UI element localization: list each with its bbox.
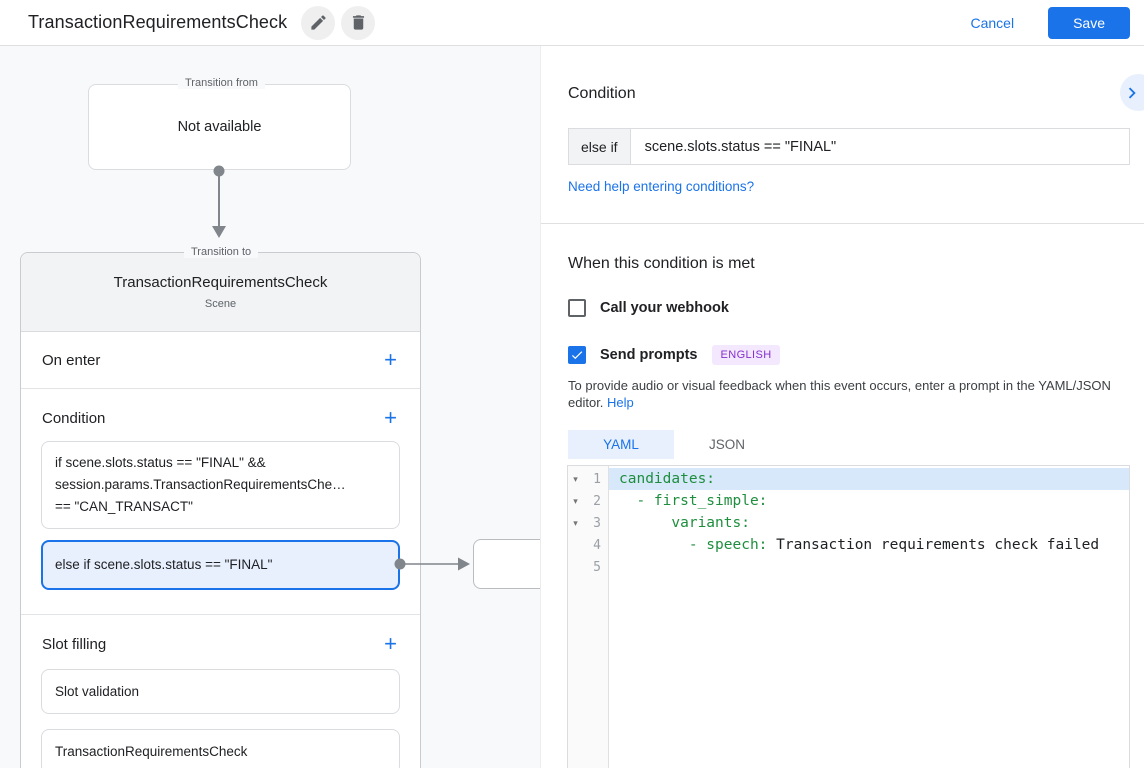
scene-flow-canvas: Transition from Not available Transition… xyxy=(0,46,540,768)
condition-detail-panel: Condition else if Need help entering con… xyxy=(540,46,1144,768)
send-prompts-checkbox[interactable] xyxy=(568,346,586,364)
panel-title: Condition xyxy=(568,85,636,102)
code-segment: variants: xyxy=(619,515,750,531)
gutter-line: ▾3 xyxy=(568,512,608,534)
condition-section: Condition + if scene.slots.status == "FI… xyxy=(21,389,420,615)
collapse-panel-button[interactable] xyxy=(1120,74,1144,111)
code-line: - first_simple: xyxy=(609,490,1129,512)
chevron-right-icon xyxy=(1121,82,1143,104)
prompts-help-link[interactable]: Help xyxy=(607,395,634,410)
trash-icon xyxy=(349,13,368,32)
code-segment: candidates: xyxy=(619,471,716,487)
fold-arrow-icon[interactable]: ▾ xyxy=(573,473,578,484)
prompts-description-text: To provide audio or visual feedback when… xyxy=(568,378,1111,410)
line-number: 4 xyxy=(593,537,601,553)
webhook-row: Call your webhook xyxy=(568,299,1130,317)
code-segment: Transaction requirements check failed xyxy=(767,537,1100,553)
line-number: 3 xyxy=(593,515,601,531)
condition-item[interactable]: if scene.slots.status == "FINAL" && sess… xyxy=(41,441,400,529)
tab-yaml[interactable]: YAML xyxy=(568,430,674,459)
fold-arrow-icon[interactable]: ▾ xyxy=(573,517,578,528)
slot-filling-item[interactable]: Slot validation xyxy=(41,669,400,714)
scene-card-header[interactable]: TransactionRequirementsCheck Scene xyxy=(21,253,420,332)
line-number: 2 xyxy=(593,493,601,509)
send-prompts-row: Send prompts ENGLISH xyxy=(568,345,1130,365)
cancel-button[interactable]: Cancel xyxy=(958,7,1026,39)
condition-item[interactable]: else if scene.slots.status == "FINAL" xyxy=(41,540,400,590)
gutter-line: ▾2 xyxy=(568,490,608,512)
condition-list: if scene.slots.status == "FINAL" && sess… xyxy=(41,441,400,590)
slot-filling-section-label: Slot filling xyxy=(42,635,107,653)
code-line: variants: xyxy=(609,512,1129,534)
line-number: 5 xyxy=(593,559,601,575)
on-enter-row[interactable]: On enter + xyxy=(21,332,420,389)
delete-scene-button[interactable] xyxy=(341,5,376,40)
gutter-line: ▾1 xyxy=(568,468,608,490)
gutter-line: 5 xyxy=(568,556,608,578)
add-condition-button[interactable]: + xyxy=(384,405,397,430)
code-segment: - first_simple: xyxy=(619,493,768,509)
fold-arrow-icon[interactable]: ▾ xyxy=(573,495,578,506)
transition-from-box: Not available xyxy=(88,84,351,170)
add-slot-button[interactable]: + xyxy=(384,631,397,656)
condition-prefix-label: else if xyxy=(568,128,630,165)
code-line: - speech: Transaction requirements check… xyxy=(609,534,1129,556)
webhook-label: Call your webhook xyxy=(600,300,729,316)
line-number: 1 xyxy=(593,471,601,487)
add-on-enter-button[interactable]: + xyxy=(384,347,397,372)
tab-json[interactable]: JSON xyxy=(708,437,745,452)
edit-title-button[interactable] xyxy=(301,5,336,40)
when-met-heading: When this condition is met xyxy=(568,255,755,272)
condition-help-link[interactable]: Need help entering conditions? xyxy=(568,179,755,194)
gutter-line: 4 xyxy=(568,534,608,556)
page-title: TransactionRequirementsCheck xyxy=(28,12,288,32)
webhook-checkbox[interactable] xyxy=(568,299,586,317)
scene-card: TransactionRequirementsCheck Scene On en… xyxy=(20,252,421,768)
code-line xyxy=(609,556,1129,578)
condition-input-row: else if xyxy=(568,128,1130,165)
pencil-icon xyxy=(309,13,328,32)
on-enter-label: On enter xyxy=(42,351,101,369)
code-segment: - speech: xyxy=(619,537,768,553)
scene-type: Scene xyxy=(204,298,237,310)
transition-from-label: Transition from xyxy=(178,77,265,89)
scene-name: TransactionRequirementsCheck xyxy=(113,274,328,291)
section-divider xyxy=(541,223,1144,224)
editor-tabs: YAML JSON xyxy=(568,430,1130,459)
code-line: candidates: xyxy=(609,468,1129,490)
condition-expression-input[interactable] xyxy=(629,128,1130,165)
check-icon xyxy=(570,348,584,362)
slot-filling-item[interactable]: TransactionRequirementsCheck xyxy=(41,729,400,768)
transition-target-box[interactable] xyxy=(473,539,540,589)
transition-to-label: Transition to xyxy=(184,246,259,258)
editor-code-area[interactable]: candidates: - first_simple: variants: - … xyxy=(609,466,1129,768)
language-badge: ENGLISH xyxy=(712,345,780,365)
top-bar: TransactionRequirementsCheck Cancel Save xyxy=(0,0,1144,46)
send-prompts-label: Send prompts xyxy=(600,347,698,363)
prompts-description: To provide audio or visual feedback when… xyxy=(568,377,1130,411)
condition-section-label: Condition xyxy=(42,409,106,427)
transition-from-content: Not available xyxy=(177,119,262,135)
save-button[interactable]: Save xyxy=(1048,6,1130,39)
